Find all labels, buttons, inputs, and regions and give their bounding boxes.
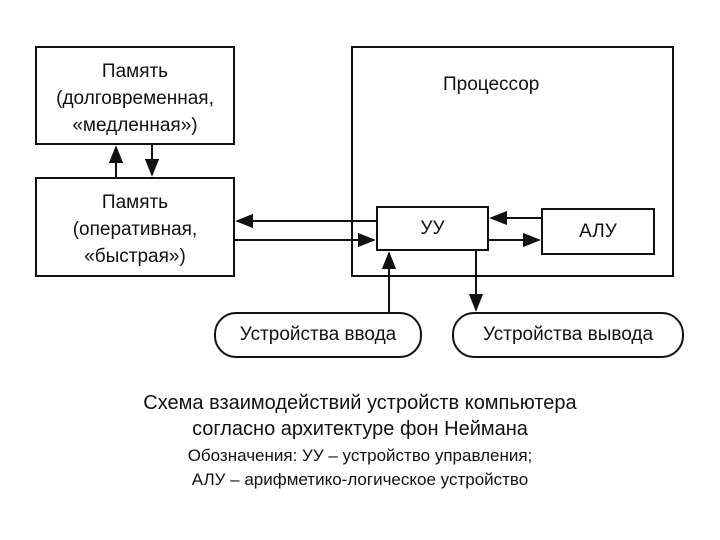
caption-legend-line1: Обозначения: УУ – устройство управления; xyxy=(187,446,533,465)
long-term-memory-box: Память (долговременная, «медленная») xyxy=(35,46,235,145)
long-term-memory-line2: (долговременная, xyxy=(56,88,214,109)
ram-label: Память (оперативная, «быстрая») xyxy=(37,189,233,270)
long-term-memory-line1: Память xyxy=(101,61,169,82)
control-unit-label: УУ xyxy=(420,217,445,239)
long-term-memory-line3: «медленная») xyxy=(72,115,198,136)
caption-title-line1: Схема взаимодействий устройств компьютер… xyxy=(143,392,577,414)
processor-title: Процессор xyxy=(443,74,540,95)
caption-legend-line2: АЛУ – арифметико-логическое устройство xyxy=(191,470,529,489)
input-devices-box: Устройства ввода xyxy=(214,312,422,358)
caption-title: Схема взаимодействий устройств компьютер… xyxy=(0,390,720,442)
input-devices-label: Устройства ввода xyxy=(239,324,397,345)
caption-legend: Обозначения: УУ – устройство управления;… xyxy=(0,444,720,492)
alu-box: АЛУ xyxy=(541,208,655,255)
long-term-memory-label: Память (долговременная, «медленная») xyxy=(37,58,233,139)
output-devices-label: Устройства вывода xyxy=(482,324,654,345)
alu-label: АЛУ xyxy=(579,220,617,242)
ram-line3: «быстрая») xyxy=(84,246,186,267)
control-unit-box: УУ xyxy=(376,206,489,251)
caption-title-line2: согласно архитектуре фон Неймана xyxy=(192,418,528,440)
ram-line1: Память xyxy=(101,192,169,213)
ram-line2: (оперативная, xyxy=(72,219,198,240)
output-devices-box: Устройства вывода xyxy=(452,312,684,358)
ram-box: Память (оперативная, «быстрая») xyxy=(35,177,235,277)
